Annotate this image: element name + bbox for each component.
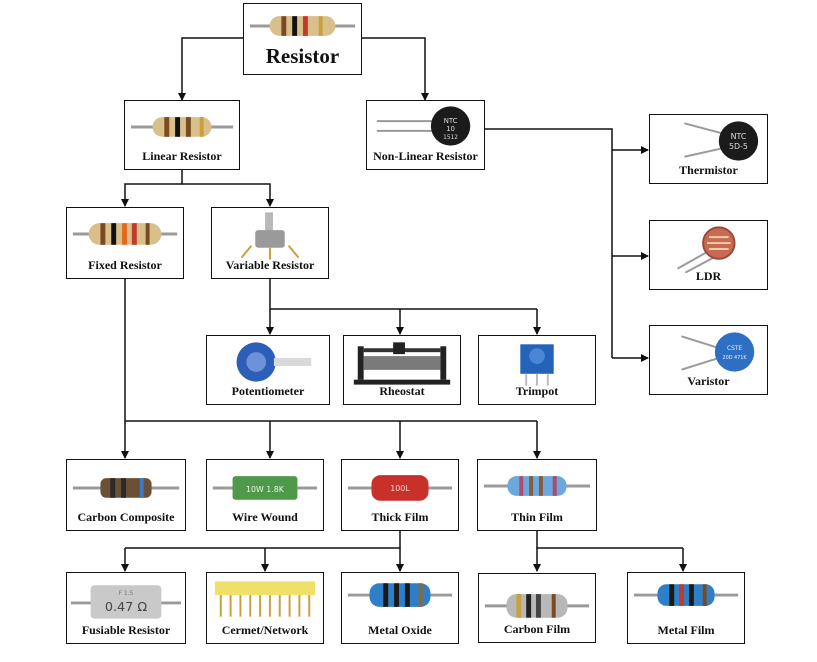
svg-text:0.47 Ω: 0.47 Ω [105,600,147,615]
node-thick-film: 100L Thick Film [341,459,459,531]
svg-text:20D 471K: 20D 471K [722,355,747,361]
node-ldr: LDR [649,220,768,290]
node-label: Linear Resistor [142,149,222,163]
node-label: Potentiometer [231,384,305,398]
svg-text:100L: 100L [390,484,410,493]
node-label: Thermistor [679,163,738,177]
svg-text:1512: 1512 [443,135,458,141]
node-metal-film: Metal Film [627,572,745,644]
svg-text:10: 10 [446,125,455,133]
node-label: Non-Linear Resistor [373,149,478,163]
node-label: Fusiable Resistor [81,623,171,637]
thin-film-icon [483,476,591,496]
node-label: Carbon Film [503,622,571,636]
node-label: Variable Resistor [225,258,315,272]
node-label: Cermet/Network [221,623,309,637]
metal-film-icon [633,584,739,606]
node-wire-wound: 10W 1.8K Wire Wound [206,459,324,531]
axial-resistor-icon [130,117,234,137]
svg-text:NTC: NTC [444,117,458,125]
node-resistor: Resistor [243,3,362,75]
svg-text:10W 1.8K: 10W 1.8K [246,485,285,494]
node-label: Thin Film [511,510,563,524]
carbon-film-icon [484,594,590,618]
axial-resistor-icon [72,223,178,245]
ldr-icon [677,226,736,273]
rheostat-icon [353,342,451,385]
node-label: Wire Wound [232,510,298,524]
trimpot-icon [520,344,554,386]
node-label: Carbon Composite [77,510,175,524]
carbon-composite-icon [72,478,180,498]
node-potentiometer: Potentiometer [206,335,330,405]
ntc-disc-icon: NTC 10 1512 [376,106,471,146]
node-carbon-composite: Carbon Composite [66,459,186,531]
node-label: LDR [695,269,722,283]
node-varistor: CSTE 20D 471K Varistor [649,325,768,395]
node-rheostat: Rheostat [343,335,461,405]
svg-text:5D-5: 5D-5 [729,142,748,151]
varistor-disc-icon: CSTE 20D 471K [681,332,755,372]
node-metal-oxide: Metal Oxide [341,572,459,644]
node-carbon-film: Carbon Film [478,573,596,643]
node-variable-resistor: Variable Resistor [211,207,329,279]
cermet-network-icon [214,581,316,617]
axial-resistor-icon [249,16,356,36]
node-label: Metal Film [657,623,715,637]
svg-text:CSTE: CSTE [727,346,742,352]
thermistor-disc-icon: NTC 5D-5 [684,121,759,161]
node-thin-film: Thin Film [477,459,597,531]
node-label: Rheostat [379,384,425,398]
thick-film-icon: 100L [347,475,453,501]
node-non-linear-resistor: NTC 10 1512 Non-Linear Resistor [366,100,485,170]
node-label: Trimpot [515,384,559,398]
svg-text:NTC: NTC [731,132,747,141]
wire-wound-icon: 10W 1.8K [212,476,318,500]
node-label: Thick Film [371,510,429,524]
node-fixed-resistor: Fixed Resistor [66,207,184,279]
node-label: Varistor [687,374,730,388]
svg-text:F 1.5: F 1.5 [119,591,134,597]
fusiable-resistor-icon: F 1.5 0.47 Ω [70,585,182,619]
node-linear-resistor: Linear Resistor [124,100,240,170]
node-label: Metal Oxide [368,623,432,637]
metal-oxide-icon [347,583,453,607]
potentiometer-icon [236,342,312,382]
node-label: Fixed Resistor [88,258,162,272]
node-label: Resistor [265,44,340,68]
node-fusiable-resistor: F 1.5 0.47 Ω Fusiable Resistor [66,572,186,644]
node-cermet-network: Cermet/Network [206,572,324,644]
node-trimpot: Trimpot [478,335,596,405]
node-thermistor: NTC 5D-5 Thermistor [649,114,768,184]
variable-resistor-icon [240,212,300,260]
